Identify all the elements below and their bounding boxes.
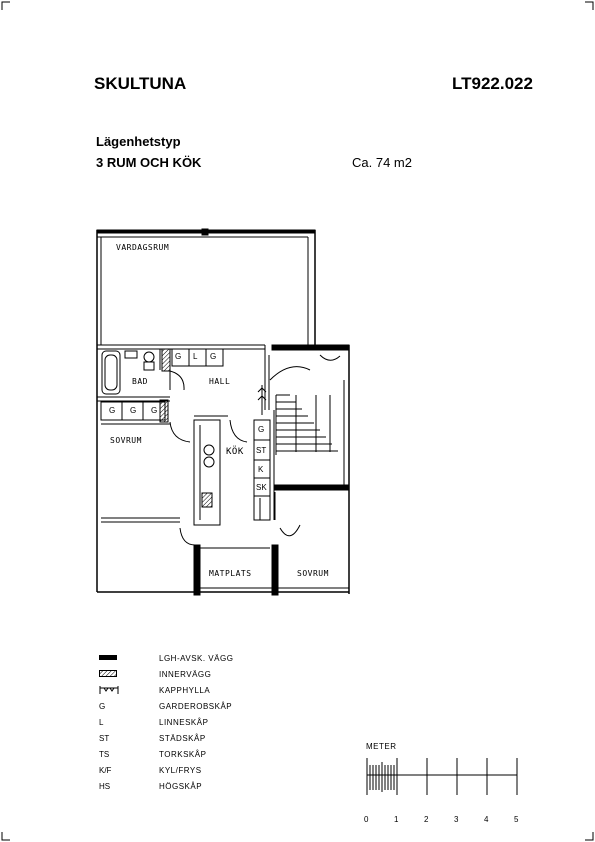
legend-text: STÄDSKÅP: [159, 734, 206, 743]
legend-text: KYL/FRYS: [159, 766, 202, 775]
legend-row: TS TORKSKÅP: [96, 748, 276, 764]
doors: [169, 354, 341, 546]
legend-code: HS: [99, 782, 111, 791]
legend-row: HS HÖGSKÅP: [96, 780, 276, 796]
legend-text: TORKSKÅP: [159, 750, 207, 759]
room-hall: HALL: [209, 377, 231, 386]
shelf-icon: [99, 686, 119, 694]
legend-code: ST: [99, 734, 110, 743]
inner-walls: [97, 344, 276, 549]
legend-row: L LINNESKÅP: [96, 716, 276, 732]
fixture-k: K: [258, 465, 264, 474]
room-bad: BAD: [132, 377, 148, 386]
fixture-g: G: [151, 406, 158, 415]
legend-text: INNERVÄGG: [159, 670, 212, 679]
bathroom-fixtures: [101, 350, 155, 395]
fixture-l: L: [193, 352, 198, 361]
wall-hatched-icon: [99, 670, 117, 677]
apartment-type: 3 RUM OCH KÖK: [96, 155, 202, 170]
legend-code: L: [99, 718, 104, 727]
legend-row: K/F KYL/FRYS: [96, 764, 276, 780]
legend-row: KAPPHYLLA: [96, 684, 276, 700]
fixture-st: ST: [256, 446, 267, 455]
fixture-g: G: [258, 425, 265, 434]
legend-row: G GARDEROBSKÅP: [96, 700, 276, 716]
room-matplats: MATPLATS: [209, 569, 252, 578]
scale-tick-label: 2: [424, 815, 429, 824]
legend-code: K/F: [99, 766, 112, 775]
legend-text: HÖGSKÅP: [159, 782, 203, 791]
wall-solid-icon: [99, 655, 117, 660]
apartment-type-label: Lägenhetstyp: [96, 134, 181, 149]
fixture-g: G: [175, 352, 182, 361]
room-sovrum-right: SOVRUM: [297, 569, 329, 578]
page-title-left: SKULTUNA: [94, 74, 187, 93]
legend-row: LGH-AVSK. VÄGG: [96, 652, 276, 668]
scale-tick-label: 5: [514, 815, 519, 824]
legend-text: KAPPHYLLA: [159, 686, 211, 695]
room-kok: KÖK: [226, 447, 244, 457]
room-sovrum-left: SOVRUM: [110, 436, 142, 445]
scale-tick-label: 3: [454, 815, 459, 824]
room-vardagsrum: VARDAGSRUM: [116, 243, 170, 252]
apartment-area: Ca. 74 m2: [352, 155, 412, 170]
fixture-sk: SK: [256, 483, 267, 492]
scale-tick-label: 1: [394, 815, 399, 824]
fixture-g: G: [130, 406, 137, 415]
scale-label: METER: [366, 742, 397, 751]
page-title-right: LT922.022: [452, 74, 533, 93]
legend-row: INNERVÄGG: [96, 668, 276, 684]
legend-code: G: [99, 702, 106, 711]
legend-text: GARDEROBSKÅP: [159, 702, 233, 711]
outer-walls: [96, 228, 350, 596]
legend-row: ST STÄDSKÅP: [96, 732, 276, 748]
legend-code: TS: [99, 750, 110, 759]
scale-bar: [366, 758, 518, 795]
legend-text: LGH-AVSK. VÄGG: [159, 654, 234, 663]
stairs: [257, 385, 338, 455]
legend-text: LINNESKÅP: [159, 718, 209, 727]
fixture-g: G: [109, 406, 116, 415]
scale-tick-label: 4: [484, 815, 489, 824]
legend: LGH-AVSK. VÄGG INNERVÄGG KAPPHYLLA G GAR…: [96, 652, 276, 796]
fixture-g: G: [210, 352, 217, 361]
scale-tick-label: 0: [364, 815, 369, 824]
